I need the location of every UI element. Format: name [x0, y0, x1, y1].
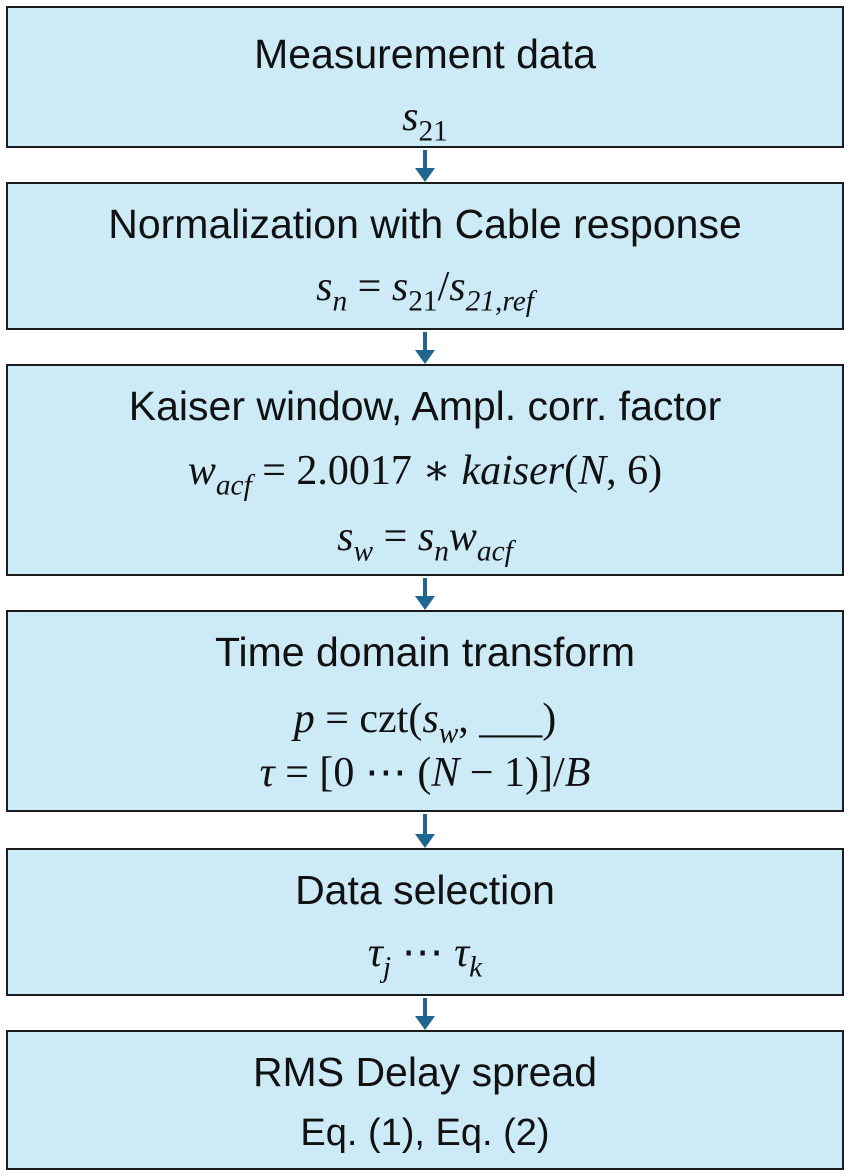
step-normalization: Normalization with Cable response sn = s… [6, 182, 844, 330]
step-data-selection: Data selection τj ⋯ τk [6, 848, 844, 996]
step-title: Measurement data [254, 31, 596, 77]
step-time-domain-transform: Time domain transform p = czt(sw, ___) τ… [6, 610, 844, 812]
step-formula: τ = [0 ⋯ (N − 1)]/B [259, 750, 591, 796]
flow-arrow [415, 814, 435, 848]
step-formula: τj ⋯ τk [367, 930, 483, 984]
step-rms-delay-spread: RMS Delay spread Eq. (1), Eq. (2) [6, 1030, 844, 1170]
step-title: Data selection [295, 867, 555, 913]
step-title: Kaiser window, Ampl. corr. factor [128, 383, 722, 429]
step-title: RMS Delay spread [252, 1049, 598, 1095]
step-title: Time domain transform [215, 629, 635, 675]
step-formula: sn = s21/s21,ref [316, 264, 534, 318]
step-kaiser-window: Kaiser window, Ampl. corr. factor wacf =… [6, 364, 844, 576]
step-formula: wacf = 2.0017 ∗ kaiser(N, 6) [187, 448, 663, 502]
flow-arrow [415, 332, 435, 364]
flow-arrow [415, 998, 435, 1030]
flow-arrow [415, 578, 435, 610]
step-measurement-data: Measurement data s21 [6, 6, 844, 148]
step-formula: sw = snwacf [337, 514, 513, 568]
step-formula: p = czt(sw, ___) [293, 696, 557, 750]
step-equation-refs: Eq. (1), Eq. (2) [300, 1112, 550, 1154]
step-formula: s21 [402, 94, 448, 148]
step-title: Normalization with Cable response [108, 201, 742, 247]
flow-arrow [415, 150, 435, 182]
